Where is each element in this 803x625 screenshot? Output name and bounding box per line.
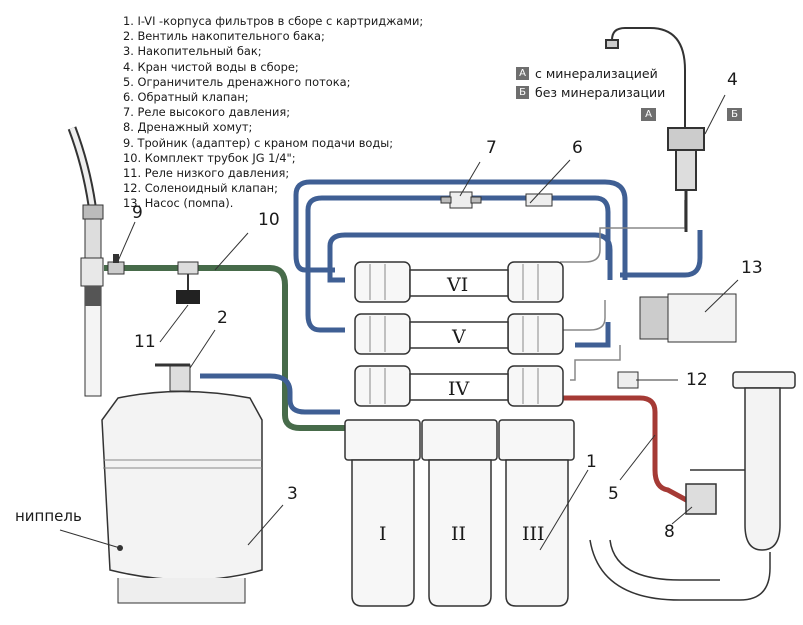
housing-label-i: I [379,523,387,545]
callout-2: 2 [217,308,228,328]
tap-label-a: А [641,108,656,121]
supply-pipe [67,126,104,397]
check-valve [525,193,553,207]
legend-item: 8. Дренажный хомут; [123,120,253,135]
callout-13: 13 [741,258,763,278]
legend-item: 10. Комплект трубок JG 1/4"; [123,150,296,165]
red-drain-tube [555,395,692,505]
lower-housings [344,419,575,607]
storage-tank [101,363,263,604]
legend-item: 7. Реле высокого давления; [123,105,291,120]
housing-label-iv: IV [448,378,470,400]
callout-9: 9 [132,203,143,223]
green-tube [104,265,345,431]
housing-label-vi: VI [447,274,469,296]
legend-item: 11. Реле низкого давления; [123,166,290,181]
legend-item: 6. Обратный клапан; [123,90,249,105]
legend-item: 12. Соленоидный клапан; [123,181,278,196]
callout-8: 8 [664,522,675,542]
callout-4: 4 [727,70,738,90]
housing-label-ii: II [451,523,467,545]
white-tubes [560,200,686,381]
legend-item: 1. I-VI -корпуса фильтров в сборе с карт… [123,14,424,28]
mineral-a-text: с минерализацией [535,66,658,81]
nipple-label: ниппель [15,507,82,525]
legend-item: 13. Насос (помпа). [123,196,234,211]
solenoid-valve [617,371,639,389]
tee-valve [107,254,125,275]
callout-1: 1 [586,452,597,472]
legend-list: 1. I-VI -корпуса фильтров в сборе с карт… [123,14,423,212]
high-pressure-relay [440,191,482,209]
housing-ribs [369,264,539,404]
tap-label-b: Б [727,108,742,121]
sink-drain [589,371,796,601]
mineral-b-text: без минерализации [535,85,666,100]
callout-6: 6 [572,138,583,158]
housing-label-v: V [452,326,466,348]
faucet [605,27,705,232]
pump [639,293,737,343]
housing-label-iii: III [522,523,545,545]
callout-5: 5 [608,484,619,504]
callout-3: 3 [287,484,298,504]
callout-10: 10 [258,210,280,230]
legend-item: 2. Вентиль накопительного бака; [123,29,325,44]
legend-item: 3. Накопительный бак; [123,44,262,59]
callout-7: 7 [486,138,497,158]
blue-tubes [200,179,703,415]
low-pressure-relay [176,261,200,304]
legend-item: 9. Тройник (адаптер) с краном подачи вод… [123,135,394,150]
callout-12: 12 [686,370,708,390]
upper-housings [354,261,564,407]
letter-box-a: А [516,67,529,80]
leader-lines [59,94,739,551]
legend-item: 5. Ограничитель дренажного потока; [123,74,351,89]
legend-item: 4. Кран чистой воды в сборе; [123,59,299,74]
letter-box-b: Б [516,86,529,99]
callout-11: 11 [134,332,156,352]
